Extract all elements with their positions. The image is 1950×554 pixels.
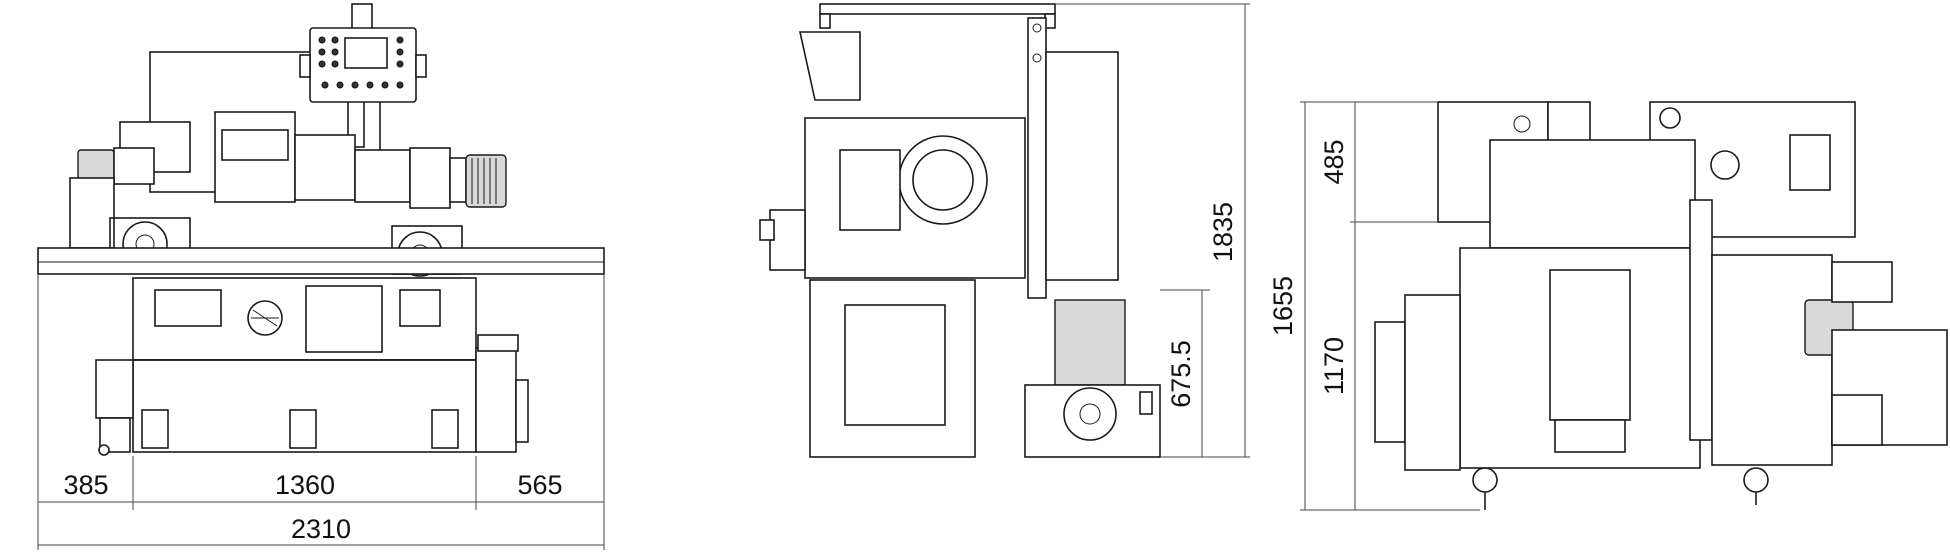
top-view: 1655 485 1170 xyxy=(1268,101,1948,511)
column xyxy=(1027,17,1047,299)
machine-base xyxy=(132,277,477,453)
top-main-body xyxy=(1489,139,1696,249)
side-dimensions xyxy=(1055,3,1250,458)
top-beam xyxy=(819,3,1056,15)
right-head xyxy=(354,149,411,203)
dim-total-height: 1835 xyxy=(1208,202,1238,262)
left-motor xyxy=(69,147,155,249)
right-hydraulic-unit xyxy=(475,334,529,453)
wheel-guard-window xyxy=(221,129,289,161)
dim-left-overhang: 385 xyxy=(63,470,108,500)
top-left-pump xyxy=(1374,321,1406,443)
center-head xyxy=(294,134,356,201)
pendant-mount xyxy=(351,3,373,31)
side-hydraulic-unit xyxy=(1024,299,1161,458)
top-dimensions xyxy=(1300,101,1480,511)
dim-upper-depth: 485 xyxy=(1319,139,1349,184)
front-dimensions xyxy=(37,274,605,550)
front-view: 385 1360 565 2310 xyxy=(37,3,605,550)
side-door xyxy=(844,304,946,426)
dim-table-height: 675.5 xyxy=(1166,340,1196,408)
top-slide xyxy=(1689,199,1713,441)
dim-right-overhang: 565 xyxy=(517,470,562,500)
dim-base-width: 1360 xyxy=(275,470,335,500)
wheel-head xyxy=(759,117,1026,279)
control-panel xyxy=(299,27,427,103)
dim-total-width: 2310 xyxy=(291,514,351,544)
rear-cabinet xyxy=(1045,51,1119,281)
dim-total-depth: 1655 xyxy=(1268,276,1298,336)
coolant-guard xyxy=(799,31,861,101)
dim-lower-depth: 1170 xyxy=(1319,337,1349,395)
left-pump-unit xyxy=(95,359,134,456)
right-coupling xyxy=(409,147,451,209)
table-bed xyxy=(37,247,605,275)
top-right-unit xyxy=(1711,254,1833,466)
right-motor xyxy=(449,154,507,208)
side-view: 1835 675.5 xyxy=(759,3,1250,458)
